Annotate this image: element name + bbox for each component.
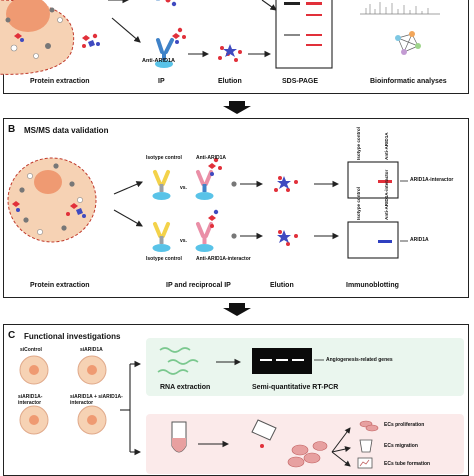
eluate-top [274, 176, 298, 192]
panel-a-eluate [218, 44, 242, 62]
panel-a-cell [0, 0, 75, 75]
anti-interactor-antibody-bottom [195, 209, 219, 252]
label-vs-bottom: vs. [180, 238, 187, 244]
blot2-side-label: ARID1A [410, 237, 429, 243]
sds-page-gel [275, 0, 333, 69]
label-protein-extraction-b: Protein extraction [30, 282, 90, 289]
rna-squiggles [157, 347, 199, 375]
panel-c-letter: C [8, 330, 16, 341]
label-protein-extraction-a: Protein extraction [30, 78, 90, 85]
anti-arid1a-antibody-top [195, 157, 222, 200]
panel-c-title: Functional investigations [24, 332, 121, 341]
panel-b-title: MS/MS data validation [24, 126, 109, 135]
cell-siarid1a [77, 355, 107, 385]
branch-arrows [120, 360, 142, 456]
blot1-side-label: ARID1A-interactor [410, 177, 454, 183]
bead-bottom [231, 233, 237, 239]
eluate-bottom [277, 230, 298, 246]
label-siarid1a: siARID1A [80, 347, 103, 353]
arrow-b-bottom [113, 209, 143, 227]
label-elution-a: Elution [218, 78, 242, 85]
arrow-a-ip [111, 17, 141, 43]
ms-spectrum [360, 2, 440, 15]
cell-siinteractor [19, 405, 49, 435]
label-ecs-proliferation: ECs proliferation [384, 422, 425, 428]
label-semiq-rtpcr: Semi-quantitative RT-PCR [252, 384, 339, 391]
label-siinteractor: siARID1A-interactor [18, 394, 43, 406]
ec-cells [287, 441, 328, 468]
bead-top [231, 181, 237, 187]
label-anti-arid1a-top: Anti-ARID1A [196, 155, 226, 161]
assay-icons [357, 420, 379, 469]
label-anti-interactor-bottom: Anti-ARID1A-interactor [196, 256, 251, 262]
label-sicombo: siARID1A + siARID1A-interactor [70, 394, 123, 406]
tube-icon [171, 421, 187, 453]
panel-a [3, 0, 469, 94]
label-angio-genes: Angiogenesis-related genes [326, 357, 393, 363]
label-ip-reciprocal: IP and reciprocal IP [166, 282, 231, 289]
blot2-col2: Anti-ARID1A-interactor [384, 169, 389, 220]
blot2-col1: Isotype control [356, 187, 361, 220]
panel-a-antibody [155, 27, 186, 68]
label-bioinformatic: Bioinformatic analyses [370, 78, 447, 85]
label-ecs-tube: ECs tube formation [384, 461, 431, 467]
pipette-icon [251, 419, 277, 448]
isotype-antibody-top [152, 170, 171, 200]
arrow-b-to-c [223, 303, 251, 316]
label-sicontrol: siControl [20, 347, 42, 353]
blot-top-band [378, 180, 392, 183]
panel-a-antibody-top [156, 0, 177, 7]
blot1-col2: Anti-ARID1A [384, 132, 389, 160]
arrow-a-to-b [223, 101, 251, 114]
functional-section-bg [146, 414, 464, 474]
func-arrows [331, 427, 351, 467]
pcr-gel [252, 348, 324, 374]
blot-bottom-band [378, 240, 392, 243]
interaction-network [395, 31, 421, 55]
arrow-b-top [113, 181, 144, 195]
label-anti-arid1a-a: Anti-ARID1A [142, 58, 175, 64]
cell-sicombo [77, 405, 107, 435]
label-isotype-bottom: Isotype control [146, 256, 182, 262]
panel-a-complex [14, 33, 100, 48]
panel-b-cell [7, 157, 97, 243]
panel-b-letter: B [8, 124, 16, 135]
blot-bottom [347, 221, 408, 259]
label-sds-page: SDS-PAGE [282, 78, 319, 85]
label-elution-b: Elution [270, 282, 294, 289]
label-ip-a: IP [158, 78, 165, 85]
isotype-antibody-bottom [152, 222, 171, 252]
arrow-a-sds-top [261, 0, 277, 11]
label-immunoblotting: Immunoblotting [346, 282, 399, 289]
label-isotype-top: Isotype control [146, 155, 182, 161]
label-rna-extraction: RNA extraction [160, 384, 211, 391]
cell-sicontrol [19, 355, 49, 385]
blot-top [347, 161, 408, 199]
label-vs-top: vs. [180, 185, 187, 191]
blot1-col1: Isotype control [356, 127, 361, 160]
label-ecs-migration: ECs migration [384, 443, 418, 449]
